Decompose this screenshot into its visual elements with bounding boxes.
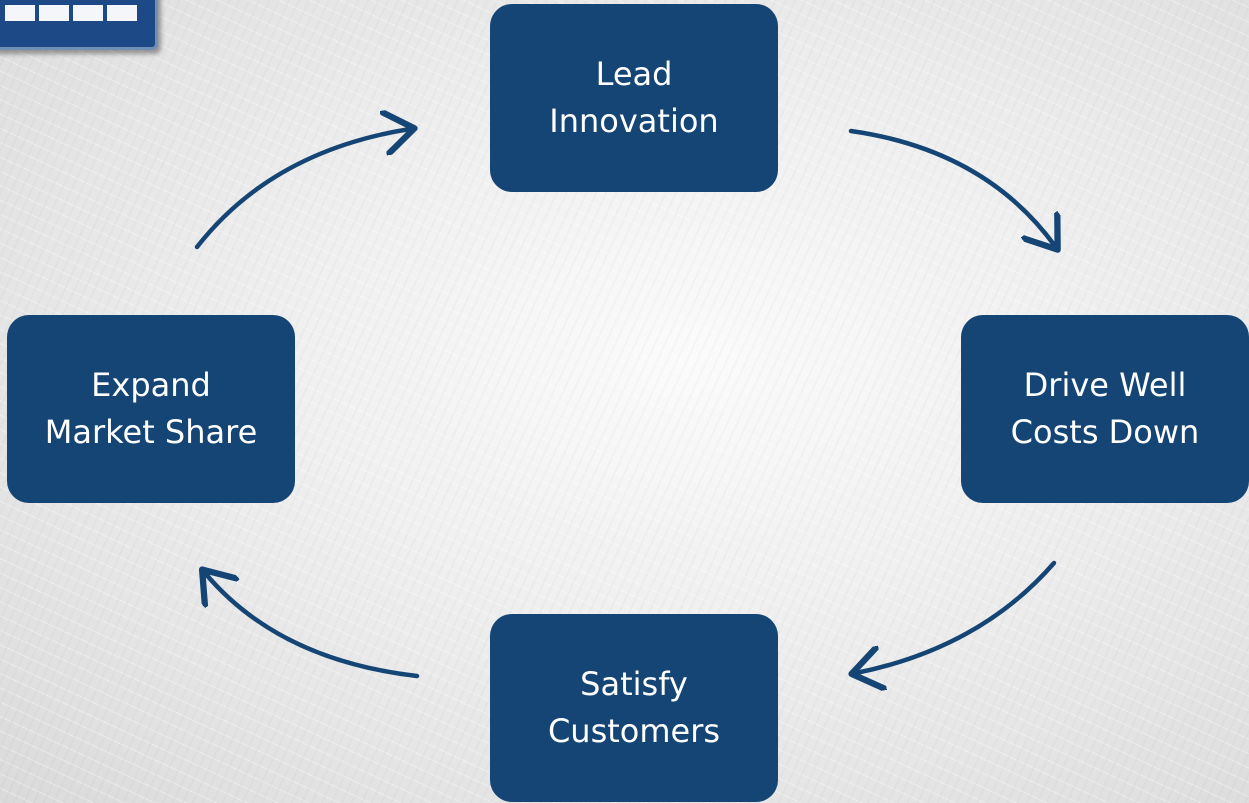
logo-cell [107,5,137,21]
node-label-line: Expand [91,366,211,404]
node-label-line: Costs Down [1010,413,1200,451]
node-label-line: Satisfy [580,665,688,703]
node-label-line: Market Share [44,413,258,451]
node-label-line: Customers [547,712,721,750]
node-satisfy-customers: Satisfy Customers [490,614,778,802]
arrow-bottom-to-left [205,573,420,679]
logo-icon [0,0,158,50]
arrow-right-to-bottom [856,560,1057,673]
node-label-line: Drive Well [1023,366,1187,404]
arrow-left-to-top [194,129,410,250]
node-label-line: Lead [595,55,673,93]
logo-cell [39,5,69,21]
node-drive-well-costs-down: Drive Well Costs Down [961,315,1249,503]
arrow-top-to-right [848,128,1055,246]
logo-cell [73,5,103,21]
node-expand-market-share: Expand Market Share [7,315,295,503]
node-lead-innovation: Lead Innovation [490,4,778,192]
node-label-line: Innovation [549,102,719,140]
logo-cell [5,5,35,21]
